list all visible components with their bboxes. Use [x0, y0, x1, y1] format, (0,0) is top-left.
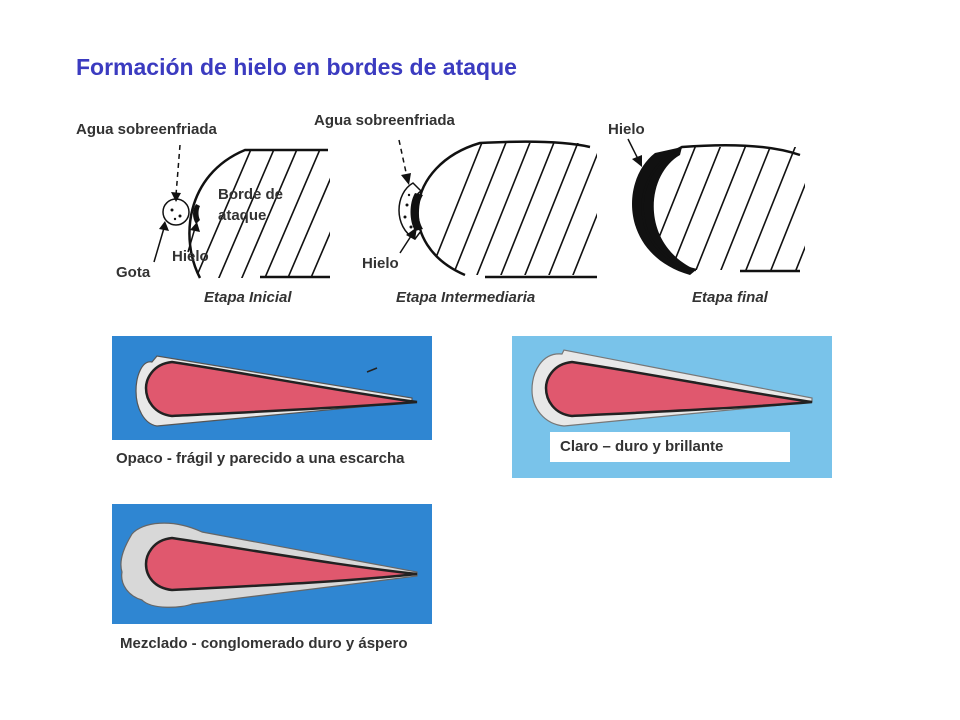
airfoil — [144, 536, 418, 592]
panel-opaco — [112, 336, 432, 440]
label-borde-de-ataque: Borde de ataque — [218, 186, 284, 224]
stage-final-diagram — [627, 138, 805, 275]
stage-initial-label: Etapa Inicial — [204, 289, 292, 306]
label-hielo-intermedia: Hielo — [362, 255, 399, 272]
caption-opaco: Opaco - frágil y parecido a una escarcha — [116, 450, 405, 467]
label-gota: Gota — [116, 264, 151, 281]
stage-intermediate-diagram — [398, 139, 597, 279]
airfoil — [144, 360, 418, 418]
stage-intermediate-label: Etapa Intermediaria — [396, 289, 536, 306]
stage-initial-diagram — [153, 144, 330, 279]
label-agua-inicial: Agua sobreenfriada — [76, 121, 217, 138]
caption-claro: Claro – duro y brillante — [550, 432, 790, 462]
caption-mezclado: Mezclado - conglomerado duro y áspero — [120, 635, 408, 652]
airfoil — [544, 360, 813, 418]
stage-final-label: Etapa final — [692, 289, 768, 306]
droplet — [162, 198, 190, 226]
panel-mezclado — [112, 504, 432, 624]
page-title: Formación de hielo en bordes de ataque — [76, 54, 517, 80]
label-hielo-inicial: Hielo — [172, 248, 209, 265]
panel-claro: Claro – duro y brillante — [512, 336, 832, 478]
label-agua-intermedia: Agua sobreenfriada — [314, 112, 455, 129]
label-hielo-final: Hielo — [608, 121, 645, 138]
